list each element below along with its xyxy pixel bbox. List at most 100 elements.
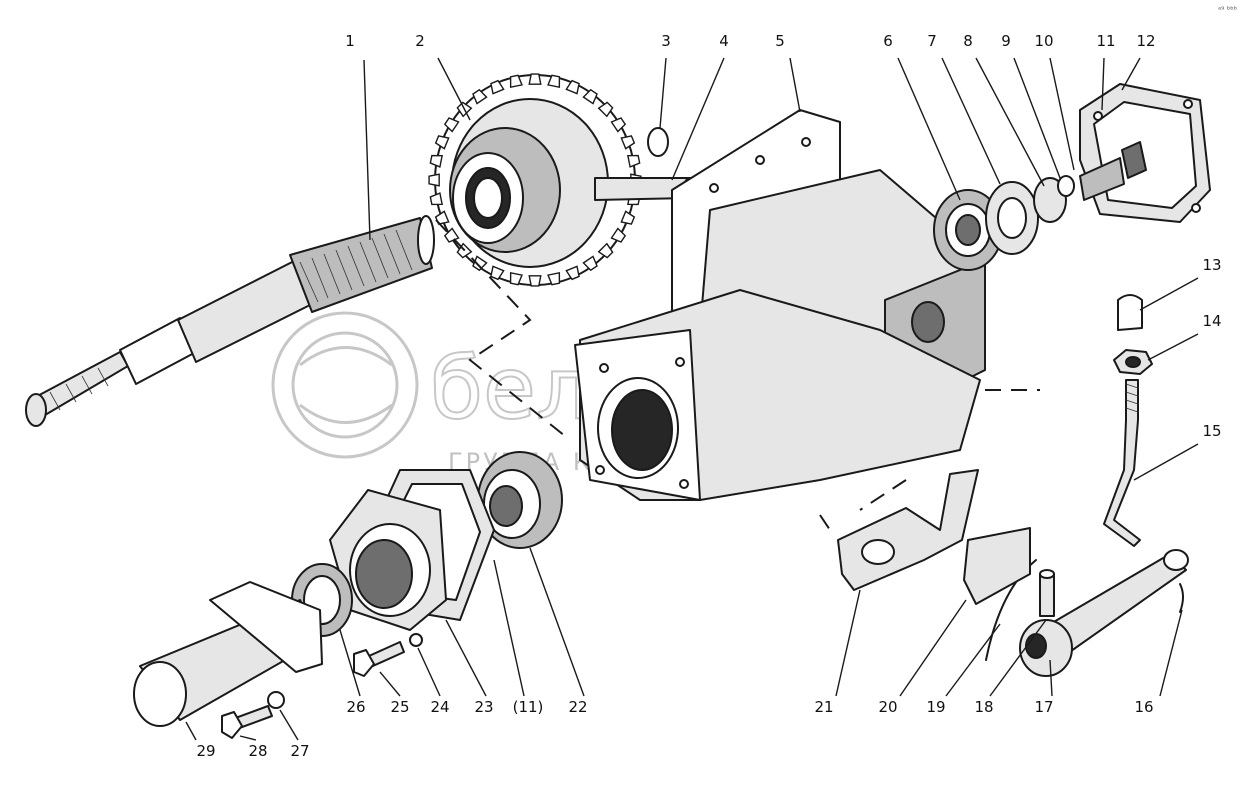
- callout-label-1: 1: [345, 32, 355, 50]
- gear-tooth: [528, 275, 542, 287]
- callout-leader-9: [1013, 57, 1061, 179]
- callout-label-26: 25: [390, 698, 409, 716]
- callout-leader-6: [897, 57, 961, 201]
- gear-tooth: [429, 154, 443, 168]
- gear-tooth: [434, 210, 450, 225]
- callout-leader-5: [789, 57, 801, 113]
- part-shaft: [25, 215, 435, 427]
- callout-leader-2: [437, 57, 471, 121]
- gear-tooth: [627, 154, 641, 168]
- callout-label-6: 6: [883, 32, 893, 50]
- callout-leader-22: [529, 547, 585, 697]
- callout-leader-11: [1101, 57, 1105, 111]
- callout-label-25: 24: [430, 698, 449, 716]
- callout-label-9: 9: [1001, 32, 1011, 50]
- callout-label-28: 27: [290, 742, 309, 760]
- part-detent-plate: [963, 527, 1031, 605]
- callout-label-24: 23: [474, 698, 493, 716]
- gear-tooth: [565, 265, 580, 281]
- callout-label-22: 22: [568, 698, 587, 716]
- callout-label-11: 11: [1096, 32, 1115, 50]
- callout-leader-15: [1133, 443, 1199, 481]
- callout-leader-21: [835, 589, 861, 697]
- callout-leader-24: [445, 619, 487, 697]
- callout-label-12: 12: [1136, 32, 1155, 50]
- callout-leader-7: [941, 57, 1001, 185]
- callout-label-20: 20: [878, 698, 897, 716]
- callout-leader-20: [899, 599, 967, 697]
- gear-tooth: [434, 135, 450, 150]
- gear-tooth: [509, 74, 523, 88]
- part-bracket: [837, 469, 979, 591]
- gear-tooth: [490, 79, 505, 95]
- watermark-logo-icon: [271, 311, 419, 459]
- callout-leader-14: [1147, 333, 1199, 361]
- callout-leader-12: [1121, 57, 1141, 91]
- callout-label-19: 19: [926, 698, 945, 716]
- callout-label-3: 3: [661, 32, 671, 50]
- callout-leader-27: [339, 629, 361, 697]
- part-nut-right: [1033, 175, 1075, 223]
- part-lever-arm: [1019, 549, 1189, 677]
- part-bearing-left: [477, 451, 563, 549]
- callout-leader-16: [1159, 609, 1183, 697]
- gear-tooth: [582, 255, 598, 272]
- callout-label-29: 28: [248, 742, 267, 760]
- part-end-cap: [133, 581, 323, 727]
- callout-leader-1: [363, 59, 371, 241]
- callout-label-10: 10: [1034, 32, 1053, 50]
- callout-label-8: 8: [963, 32, 973, 50]
- corner-mark: ᵃ⁹ ᵇᵇᵇ: [1218, 5, 1237, 14]
- gear-tooth: [509, 272, 523, 286]
- callout-label-7: 7: [927, 32, 937, 50]
- callout-label-5: 5: [775, 32, 785, 50]
- gear-tooth: [528, 73, 542, 85]
- callout-label-23: (11): [513, 698, 544, 716]
- part-cover-right: [1079, 83, 1211, 223]
- callout-label-17: 17: [1034, 698, 1053, 716]
- gear-tooth: [565, 79, 580, 95]
- callout-label-14: 14: [1202, 312, 1221, 330]
- callout-label-27: 26: [346, 698, 365, 716]
- callout-leader-28: [279, 709, 299, 741]
- gear-tooth: [490, 265, 505, 281]
- part-gear: [428, 73, 642, 287]
- callout-label-2: 2: [415, 32, 425, 50]
- gear-tooth: [547, 272, 561, 286]
- callout-leader-3: [659, 57, 667, 129]
- part-ring: [647, 127, 669, 157]
- callout-label-15: 15: [1202, 422, 1221, 440]
- callout-label-13: 13: [1202, 256, 1221, 274]
- part-pin-clip: [1117, 294, 1143, 331]
- gear-tooth: [597, 242, 614, 259]
- gear-tooth: [620, 210, 636, 225]
- callout-leader-23: [493, 559, 525, 697]
- callout-leaders: [185, 57, 1199, 741]
- gear-tooth: [428, 173, 440, 187]
- gear-tooth: [610, 227, 627, 243]
- callout-leader-29: [239, 735, 257, 741]
- part-cotter-pin: [1179, 583, 1184, 613]
- part-seal-right: [985, 181, 1039, 255]
- gear-tooth: [472, 88, 488, 105]
- part-control-rod: [1103, 379, 1141, 547]
- callout-leader-13: [1139, 277, 1199, 311]
- gear-tooth: [443, 117, 460, 133]
- gear-tooth: [620, 135, 636, 150]
- callout-label-16: 16: [1134, 698, 1153, 716]
- assembly-axes: [435, 219, 1040, 531]
- gear-tooth: [597, 101, 614, 118]
- callout-leader-26: [379, 671, 401, 697]
- gear-tooth: [429, 192, 443, 206]
- gear-tooth: [582, 88, 598, 105]
- callout-leader-30: [185, 721, 197, 741]
- callout-leader-18: [989, 619, 1047, 697]
- gear-tooth: [443, 227, 460, 243]
- part-bolt-lower: [221, 705, 273, 739]
- part-washer-lower: [267, 691, 285, 709]
- gear-tooth: [610, 117, 627, 133]
- callout-leader-4: [671, 57, 725, 181]
